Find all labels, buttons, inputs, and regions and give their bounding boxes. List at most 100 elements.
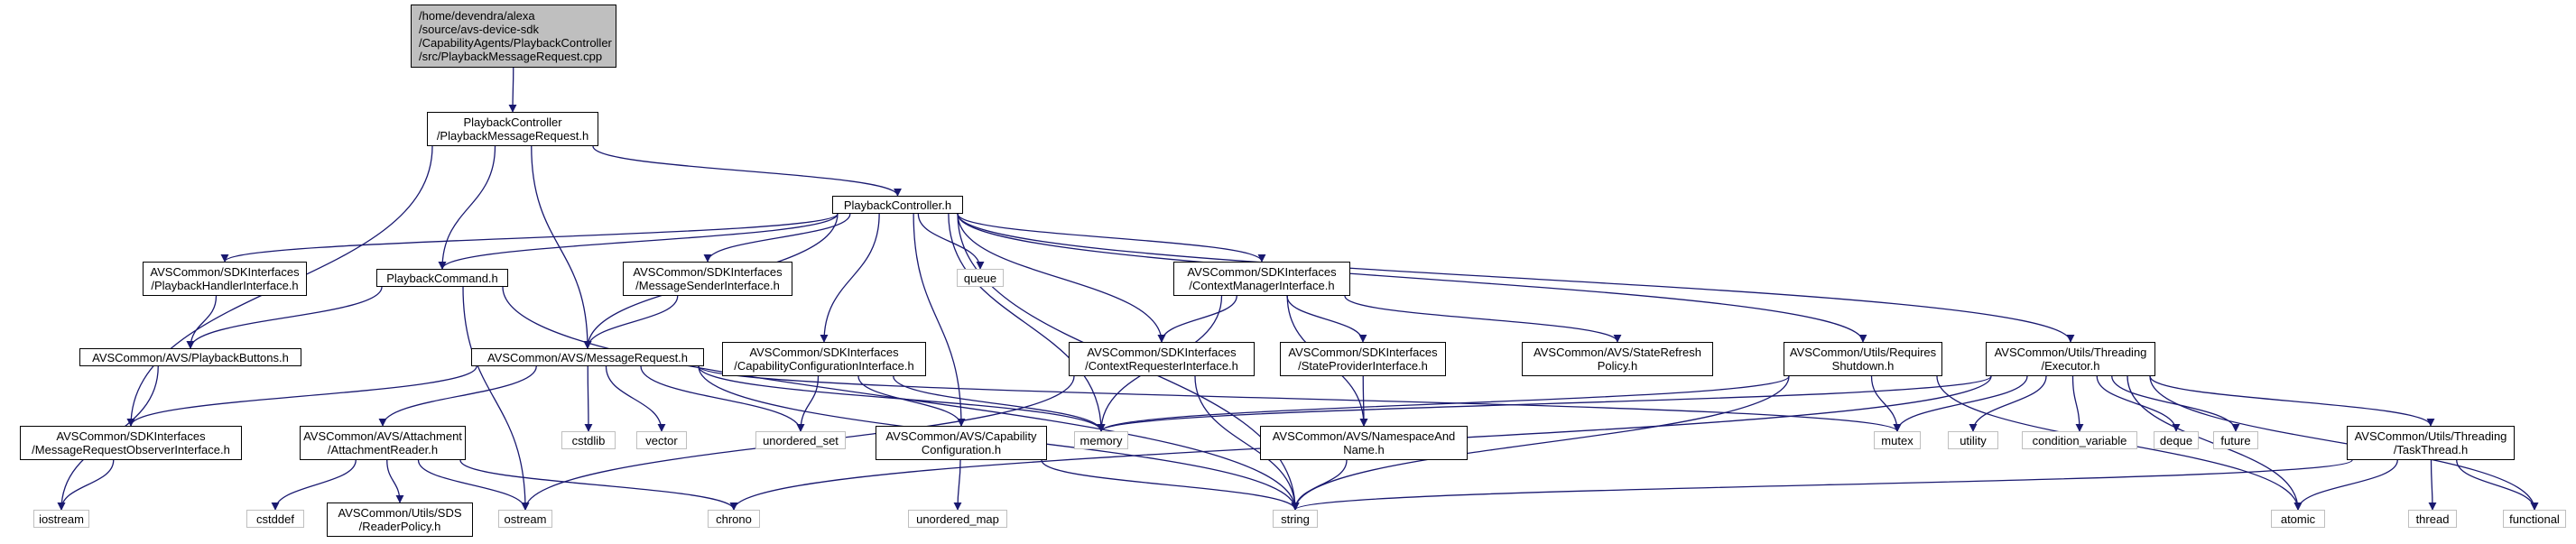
edge-spi-nsn — [1359, 375, 1368, 427]
edge-pch-rs — [957, 213, 1867, 343]
edge-exe-functional — [2149, 375, 2539, 511]
node-playback-message-request-h[interactable]: PlaybackController /PlaybackMessageReque… — [427, 112, 598, 146]
node-playback-controller-h[interactable]: PlaybackController.h — [832, 196, 963, 214]
node-future[interactable]: future — [2213, 431, 2258, 449]
node-chrono[interactable]: chrono — [708, 510, 760, 528]
node-line: Policy.h — [1597, 359, 1638, 373]
node-line: AVSCommon/AVS/PlaybackButtons.h — [92, 350, 289, 364]
node-ostream[interactable]: ostream — [498, 510, 552, 528]
edge-exe-utility — [1969, 375, 2047, 432]
edge-pcmd-ostream — [462, 286, 530, 511]
edge-rs-memory — [1097, 375, 1790, 432]
node-cstdlib[interactable]: cstdlib — [561, 431, 616, 449]
edge-ar-cstddef — [271, 459, 357, 511]
node-line: atomic — [2280, 512, 2316, 526]
edge-exe-atomic — [2127, 375, 2303, 511]
node-capability-configuration-interface-h[interactable]: AVSCommon/SDKInterfaces /CapabilityConfi… — [722, 342, 926, 376]
edge-mr-mroi — [126, 365, 477, 427]
edge-tt-functional — [2456, 459, 2539, 511]
node-queue[interactable]: queue — [957, 269, 1004, 287]
node-line: mutex — [1881, 433, 1913, 447]
node-line: PlaybackController.h — [843, 198, 952, 212]
edge-pch-phi — [220, 213, 839, 263]
node-line: Name.h — [1343, 443, 1385, 456]
edge-pmr-pch — [592, 145, 902, 197]
node-line: queue — [963, 271, 997, 285]
node-line: /Executor.h — [2041, 359, 2100, 373]
node-line: AVSCommon/SDKInterfaces — [1288, 346, 1438, 359]
edge-pch-cmi — [957, 213, 1266, 263]
node-line: PlaybackController — [463, 115, 562, 129]
node-atomic[interactable]: atomic — [2271, 510, 2325, 528]
node-line: /src/PlaybackMessageRequest.cpp — [419, 50, 603, 63]
node-context-manager-interface-h[interactable]: AVSCommon/SDKInterfaces /ContextManagerI… — [1173, 262, 1350, 296]
node-state-provider-interface-h[interactable]: AVSCommon/SDKInterfaces /StateProviderIn… — [1280, 342, 1446, 376]
node-unordered-set[interactable]: unordered_set — [755, 431, 846, 449]
edge-root-pmr — [508, 67, 517, 113]
node-line: /MessageSenderInterface.h — [635, 279, 780, 292]
node-message-request-h[interactable]: AVSCommon/AVS/MessageRequest.h — [471, 348, 704, 366]
edge-cmi-spi — [1286, 295, 1367, 343]
node-executor-h[interactable]: AVSCommon/Utils/Threading /Executor.h — [1986, 342, 2155, 376]
node-state-refresh-policy-h[interactable]: AVSCommon/AVS/StateRefresh Policy.h — [1522, 342, 1713, 376]
node-line: unordered_map — [916, 512, 999, 526]
node-line: /ContextManagerInterface.h — [1189, 279, 1335, 292]
node-line: /PlaybackMessageRequest.h — [436, 129, 589, 143]
edge-pch-queue — [917, 213, 985, 270]
node-line: /home/devendra/alexa — [419, 9, 535, 23]
edge-cmi-srp — [1344, 295, 1622, 343]
edge-pch-cci — [820, 213, 880, 343]
node-namespace-and-name-h[interactable]: AVSCommon/AVS/NamespaceAnd Name.h — [1260, 426, 1468, 460]
edge-rs-mutex — [1870, 375, 1902, 432]
edge-exe-mutex — [1893, 375, 2028, 432]
node-message-request-observer-interface-h[interactable]: AVSCommon/SDKInterfaces /MessageRequestO… — [20, 426, 242, 460]
edge-mr-vector — [605, 365, 666, 432]
node-reader-policy-h[interactable]: AVSCommon/Utils/SDS /ReaderPolicy.h — [327, 503, 473, 537]
edge-pch-exe — [957, 213, 2075, 343]
edge-ar-rp — [386, 459, 404, 503]
node-line: PlaybackCommand.h — [386, 271, 498, 285]
edge-mr-uset — [640, 365, 805, 432]
node-playback-handler-interface-h[interactable]: AVSCommon/SDKInterfaces /PlaybackHandler… — [143, 262, 307, 296]
node-memory[interactable]: memory — [1074, 431, 1128, 449]
node-iostream[interactable]: iostream — [33, 510, 89, 528]
node-task-thread-h[interactable]: AVSCommon/Utils/Threading /TaskThread.h — [2347, 426, 2515, 460]
node-line: cstddef — [256, 512, 294, 526]
node-line: AVSCommon/SDKInterfaces — [633, 265, 783, 279]
node-condition-variable[interactable]: condition_variable — [2022, 431, 2137, 449]
node-cstddef[interactable]: cstddef — [246, 510, 304, 528]
node-utility[interactable]: utility — [1948, 431, 1998, 449]
node-line: future — [2220, 433, 2251, 447]
node-requires-shutdown-h[interactable]: AVSCommon/Utils/Requires Shutdown.h — [1784, 342, 1942, 376]
node-deque[interactable]: deque — [2154, 431, 2199, 449]
edge-tt-atomic — [2293, 459, 2398, 511]
node-vector[interactable]: vector — [636, 431, 687, 449]
node-context-requester-interface-h[interactable]: AVSCommon/SDKInterfaces /ContextRequeste… — [1069, 342, 1255, 376]
node-line: AVSCommon/SDKInterfaces — [1087, 346, 1237, 359]
node-message-sender-interface-h[interactable]: AVSCommon/SDKInterfaces /MessageSenderIn… — [623, 262, 792, 296]
node-unordered-map[interactable]: unordered_map — [908, 510, 1007, 528]
edge-rs-string — [1291, 375, 1790, 511]
node-attachment-reader-h[interactable]: AVSCommon/AVS/Attachment /AttachmentRead… — [300, 426, 466, 460]
node-playback-command-h[interactable]: PlaybackCommand.h — [376, 269, 508, 287]
node-capability-configuration-h[interactable]: AVSCommon/AVS/Capability Configuration.h — [876, 426, 1047, 460]
edge-exe-memory — [1097, 375, 1992, 432]
node-line: memory — [1080, 433, 1123, 447]
node-playback-buttons-h[interactable]: AVSCommon/AVS/PlaybackButtons.h — [79, 348, 301, 366]
edge-nsn-string — [1291, 459, 1348, 511]
edge-mr-mutex — [698, 365, 1902, 432]
node-line: AVSCommon/Utils/SDS — [338, 506, 462, 520]
edge-pch-msi — [703, 213, 851, 263]
node-line: string — [1281, 512, 1310, 526]
node-line: /ContextRequesterInterface.h — [1085, 359, 1238, 373]
node-line: AVSCommon/AVS/Capability — [885, 429, 1037, 443]
node-line: AVSCommon/AVS/StateRefresh — [1534, 346, 1701, 359]
node-functional[interactable]: functional — [2503, 510, 2566, 528]
edge-tt-thread — [2428, 459, 2437, 511]
node-thread[interactable]: thread — [2408, 510, 2457, 528]
node-line: utility — [1960, 433, 1987, 447]
node-line: unordered_set — [763, 433, 839, 447]
node-line: ostream — [504, 512, 547, 526]
node-mutex[interactable]: mutex — [1874, 431, 1921, 449]
node-string[interactable]: string — [1273, 510, 1318, 528]
